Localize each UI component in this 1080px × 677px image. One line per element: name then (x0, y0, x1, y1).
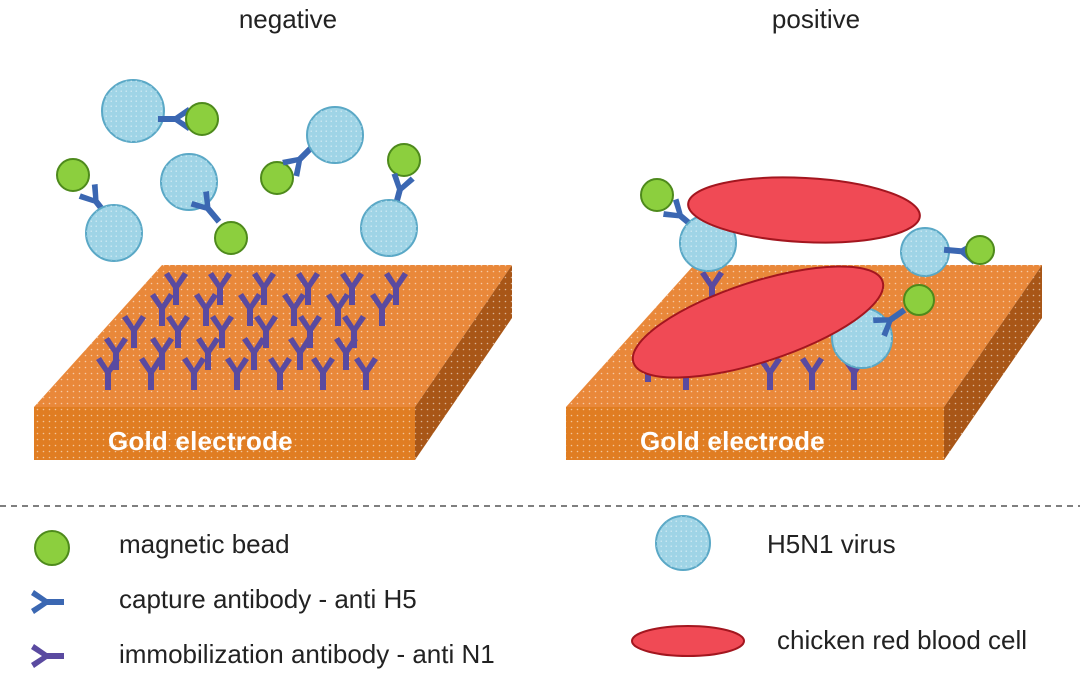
positive-panel (566, 176, 1042, 460)
red-blood-cell (631, 265, 885, 379)
legend-label-immobilization-antibody: immobilization antibody - anti N1 (119, 639, 495, 669)
magnetic-bead (260, 161, 294, 195)
magnetic-bead (903, 284, 935, 316)
magnetic-bead (56, 158, 90, 192)
panel-title-positive: positive (771, 4, 861, 34)
red-blood-cell-legend-icon (631, 625, 745, 657)
electrode-label-negative: Gold electrode (108, 426, 293, 456)
magnetic-bead-legend-icon (34, 530, 70, 566)
magnetic-bead (965, 235, 995, 265)
virus-bead-complex (101, 79, 219, 143)
legend-label-capture-antibody: capture antibody - anti H5 (119, 584, 417, 614)
legend-label-magnetic-bead: magnetic bead (119, 529, 290, 559)
virus-bead-complex (56, 158, 143, 262)
legend-label-red-blood-cell: chicken red blood cell (777, 625, 1028, 655)
floating-complexes (56, 79, 421, 262)
virus-bead-complex (260, 106, 364, 195)
negative-panel (34, 79, 512, 460)
magnetic-bead (640, 178, 674, 212)
red-blood-cell (687, 176, 921, 244)
magnetic-bead (214, 221, 248, 255)
legend-icons (31, 515, 745, 668)
panel-title-negative: negative (238, 4, 338, 34)
immobilization-antibody-legend-icon (31, 644, 64, 668)
legend-label-virus: H5N1 virus (767, 529, 896, 559)
virus-bead-complex (900, 227, 995, 277)
virus-bead-complex (160, 153, 248, 255)
capture-antibody-legend-icon (31, 590, 64, 614)
magnetic-bead (185, 102, 219, 136)
electrode-label-positive: Gold electrode (640, 426, 825, 456)
magnetic-bead (387, 143, 421, 177)
virus-bead-complex (360, 143, 421, 257)
